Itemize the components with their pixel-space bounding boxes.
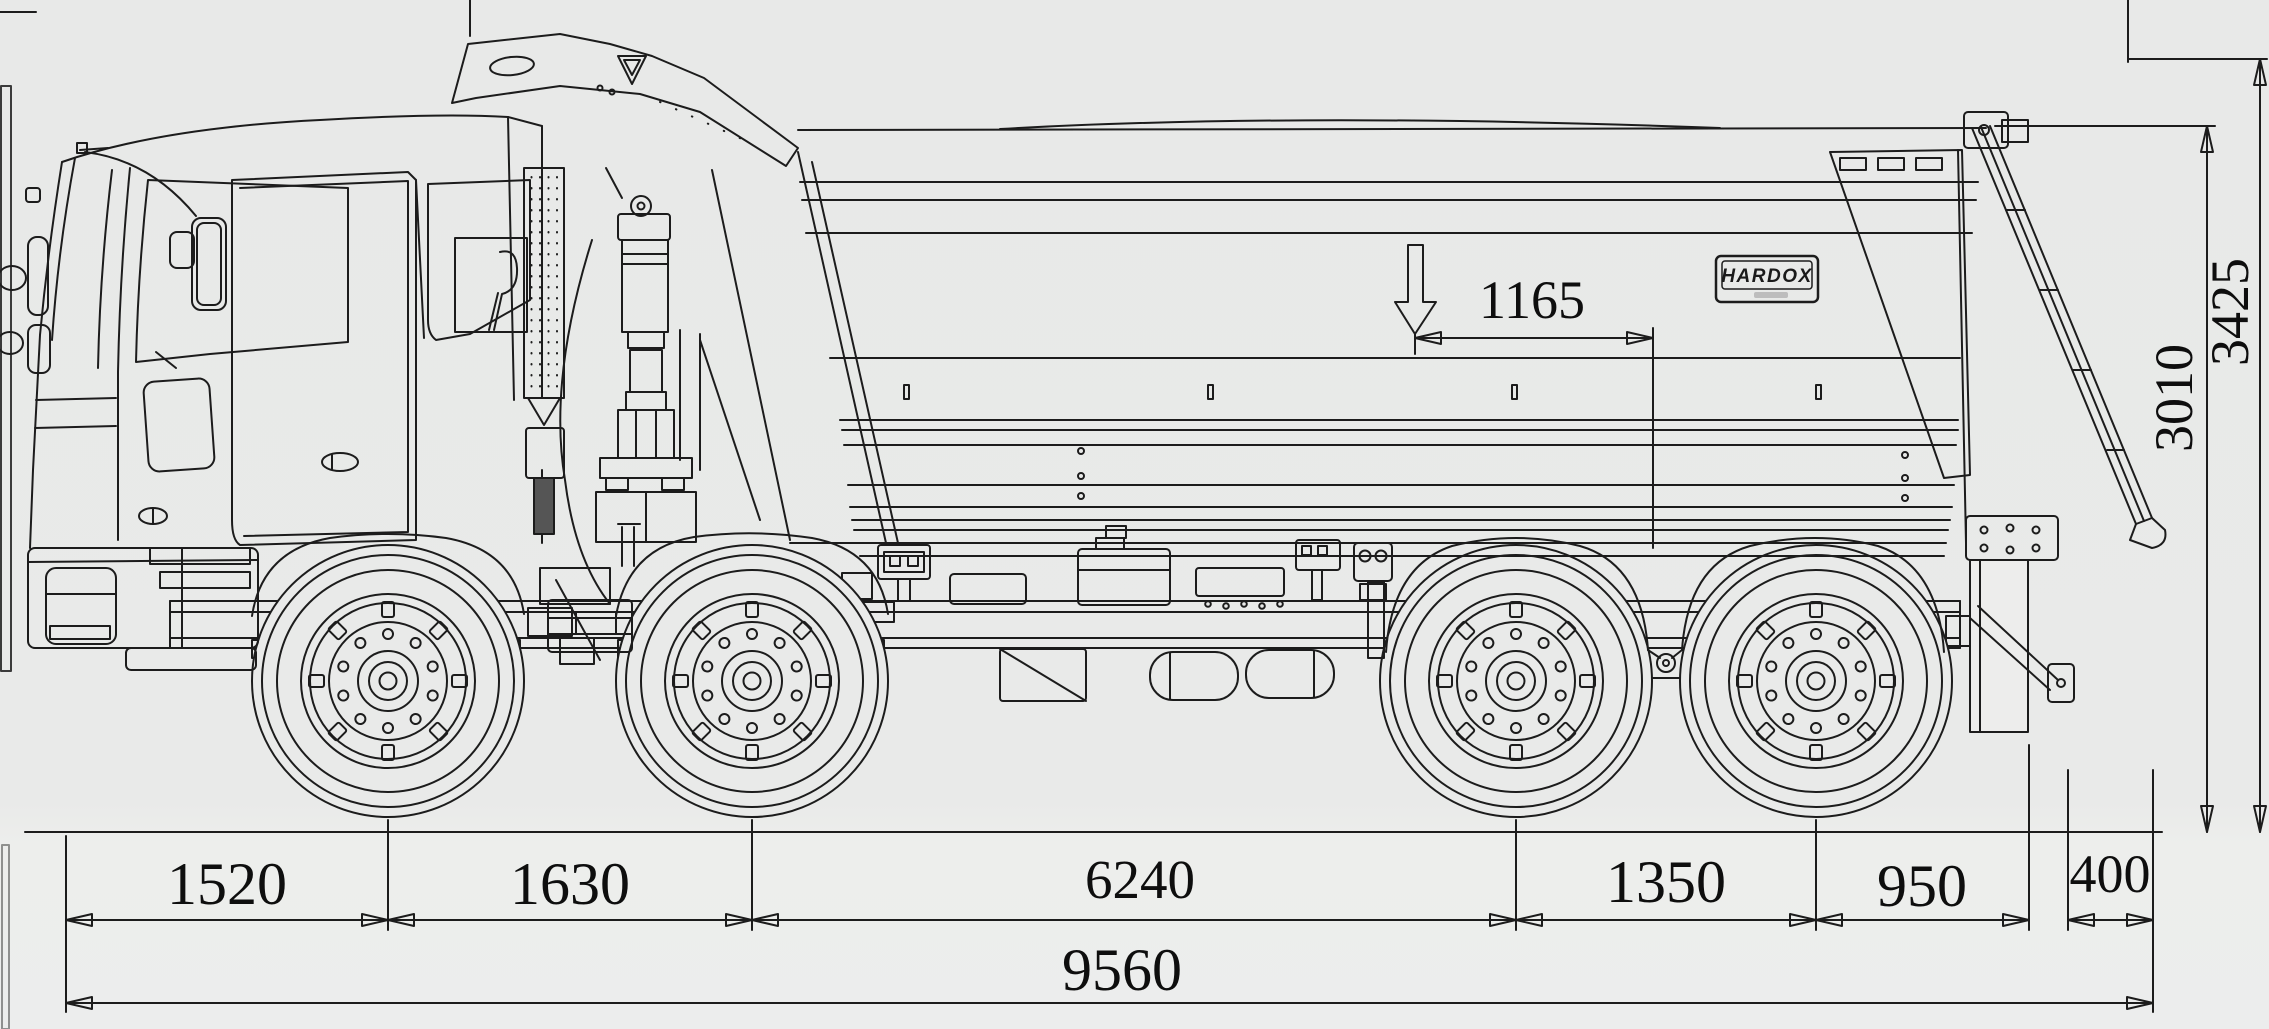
dim-axle-4-rear: 950 <box>1877 853 1967 919</box>
dim-axle-3-4: 1350 <box>1606 849 1726 915</box>
dim-axle-1-2: 1630 <box>510 851 630 917</box>
tailgate <box>1829 111 2167 549</box>
hydraulic-cylinder <box>595 167 761 543</box>
dimension-annotations: 1520 1630 6240 1350 950 400 9560 1165 30… <box>65 0 2268 1013</box>
exhaust-stack <box>523 167 611 605</box>
tipper-body <box>711 119 1987 557</box>
dim-axle-2-3: 6240 <box>1085 849 1195 910</box>
load-position-arrow-icon <box>1394 244 1437 335</box>
dim-rear-overhang: 400 <box>2070 844 2151 904</box>
hardox-badge: HARDOX <box>1714 254 1820 304</box>
scan-artifacts <box>0 11 37 1029</box>
rear-underride-guard <box>1965 515 2075 733</box>
rear-wheel-4 <box>1679 544 1953 818</box>
front-wheel-1 <box>251 544 525 818</box>
dim-load-center: 1165 <box>1479 270 1585 330</box>
dim-body-height: 3010 <box>2144 344 2204 452</box>
dim-overall-height: 3425 <box>2200 258 2260 366</box>
dim-overall-length: 9560 <box>1062 937 1182 1003</box>
front-wheel-2 <box>615 544 889 818</box>
wheel-fenders <box>251 532 1945 659</box>
cab-guard <box>451 33 799 167</box>
truck-cab <box>0 114 633 671</box>
rear-wheel-3 <box>1379 544 1653 818</box>
hardox-brand-text: HARDOX <box>1721 266 1812 287</box>
dim-front-overhang: 1520 <box>167 851 287 917</box>
